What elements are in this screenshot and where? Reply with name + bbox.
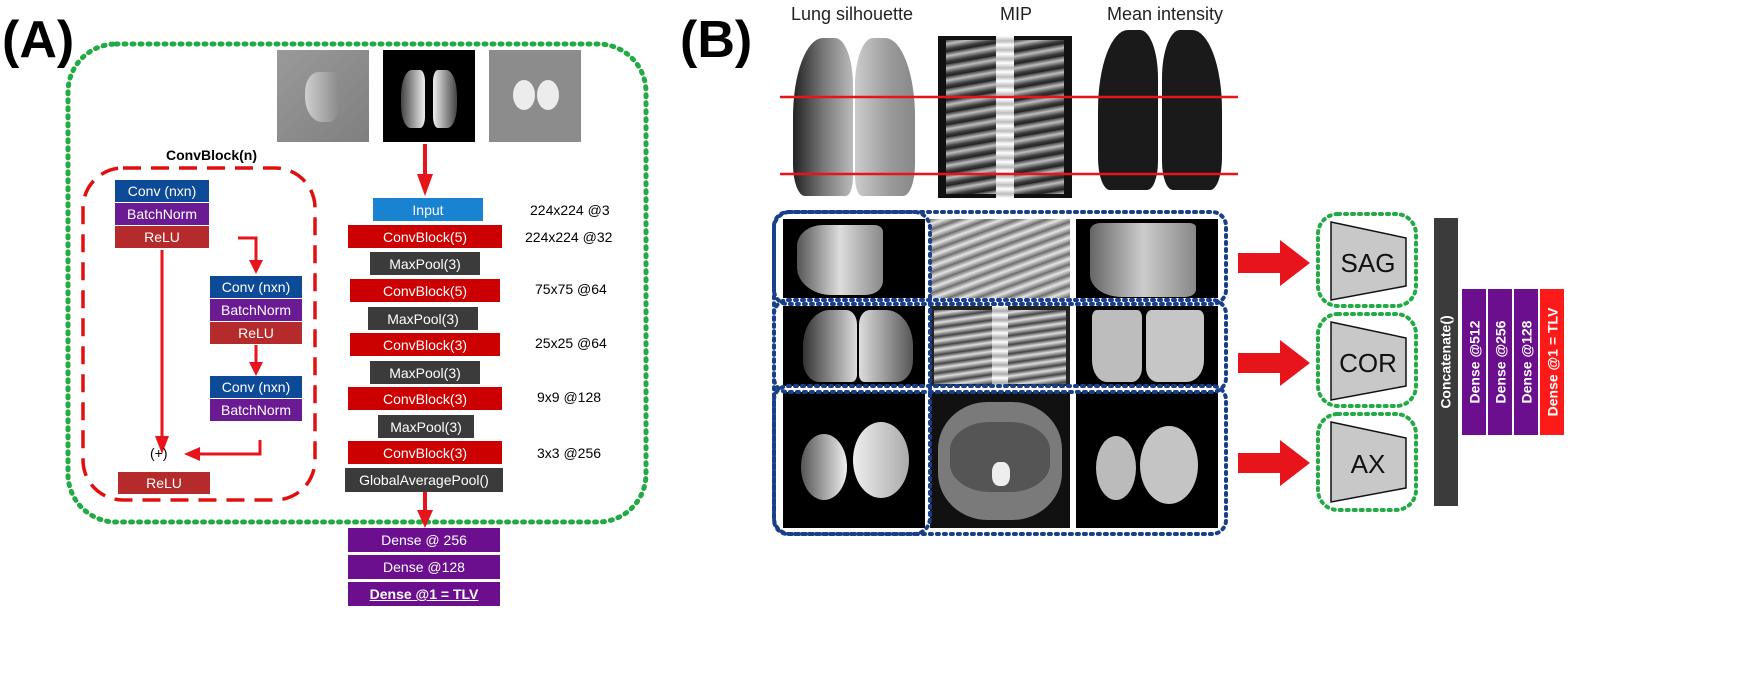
ax-mean-image bbox=[1076, 392, 1218, 528]
sag-mean-image bbox=[1076, 219, 1218, 298]
ax-row-outline bbox=[772, 384, 1228, 536]
silhouette-column-outline bbox=[772, 210, 932, 536]
sag-model-outline bbox=[1316, 212, 1418, 308]
concatenate-layer: Concatenate() bbox=[1434, 218, 1458, 506]
maxpool-layer: MaxPool(3) bbox=[370, 361, 480, 384]
dense-256-label: Dense @256 bbox=[1492, 320, 1509, 404]
convblock-layer: ConvBlock(5) bbox=[350, 279, 500, 302]
dense-128-label: Dense @128 bbox=[1518, 320, 1535, 404]
dim-label: 9x9 @128 bbox=[537, 389, 602, 405]
ax-mip-image bbox=[930, 392, 1070, 528]
batchnorm-layer-1: BatchNorm bbox=[115, 203, 209, 225]
conv-layer-3: Conv (nxn) bbox=[210, 376, 302, 398]
dense-layer: Dense @ 256 bbox=[348, 528, 500, 552]
conv-layer-1: Conv (nxn) bbox=[115, 180, 209, 202]
lung-silhouette-image bbox=[787, 30, 923, 200]
column-title-mip: MIP bbox=[999, 4, 1032, 24]
convblock-layer: ConvBlock(3) bbox=[350, 333, 500, 356]
input-thumb-axial bbox=[489, 50, 581, 142]
relu-output: ReLU bbox=[118, 472, 210, 494]
panel-a-label: (A) bbox=[2, 11, 75, 69]
sag-row-outline bbox=[772, 210, 1228, 306]
input-thumb-coronal bbox=[383, 50, 475, 142]
relu-layer-1: ReLU bbox=[115, 226, 209, 248]
column-title-mean-intensity: Mean intensity bbox=[1106, 4, 1224, 24]
concatenate-label: Concatenate() bbox=[1438, 315, 1455, 409]
relu-layer-2: ReLU bbox=[210, 322, 302, 344]
convblock-layer: ConvBlock(5) bbox=[348, 225, 502, 248]
ax-label: AX bbox=[1351, 449, 1386, 479]
column-title-lung-silhouette: Lung silhouette bbox=[790, 4, 914, 24]
convblock-layer: ConvBlock(3) bbox=[348, 441, 502, 464]
dense-512-layer: Dense @512 bbox=[1462, 289, 1486, 435]
panel-b-label: (B) bbox=[680, 11, 753, 69]
cor-row-outline bbox=[772, 298, 1228, 394]
convblock-layer: ConvBlock(3) bbox=[348, 387, 502, 410]
dim-label: 3x3 @256 bbox=[537, 445, 602, 461]
maxpool-layer: MaxPool(3) bbox=[378, 415, 474, 438]
cor-mip-image bbox=[930, 306, 1070, 386]
cor-label: COR bbox=[1339, 348, 1397, 378]
input-thumb-sagittal bbox=[277, 50, 369, 142]
maxpool-layer: MaxPool(3) bbox=[370, 252, 480, 275]
convblock-outline bbox=[81, 166, 317, 502]
dense-output-tlv-label: Dense @1 = TLV bbox=[1544, 307, 1560, 417]
dim-label: 75x75 @64 bbox=[535, 281, 607, 297]
input-layer: Input bbox=[373, 198, 483, 221]
ax-model-outline bbox=[1316, 412, 1418, 512]
mip-image bbox=[938, 36, 1072, 198]
sag-mip-image bbox=[930, 219, 1070, 298]
convblock-title: ConvBlock(n) bbox=[166, 147, 257, 163]
mean-intensity-image bbox=[1092, 26, 1228, 194]
ax-silhouette-image bbox=[783, 392, 925, 528]
dense-output-tlv-layer: Dense @1 = TLV bbox=[1540, 289, 1564, 435]
panel-a-connectors bbox=[65, 41, 649, 528]
sag-silhouette-image bbox=[783, 219, 925, 298]
dense-512-label: Dense @512 bbox=[1466, 320, 1483, 404]
maxpool-layer: MaxPool(3) bbox=[368, 307, 478, 330]
residual-add-symbol: (+) bbox=[150, 445, 168, 461]
dense-256-layer: Dense @256 bbox=[1488, 289, 1512, 435]
dense-layer: Dense @128 bbox=[348, 555, 500, 579]
cor-model-outline bbox=[1316, 312, 1418, 408]
dim-label: 25x25 @64 bbox=[535, 335, 607, 351]
batchnorm-layer-3: BatchNorm bbox=[210, 399, 302, 421]
dense-output-layer: Dense @1 = TLV bbox=[348, 582, 500, 606]
dim-label: 224x224 @3 bbox=[530, 202, 610, 218]
sag-label: SAG bbox=[1341, 248, 1396, 278]
network-outline bbox=[65, 41, 649, 525]
dim-label: 224x224 @32 bbox=[525, 229, 613, 245]
conv-layer-2: Conv (nxn) bbox=[210, 276, 302, 298]
batchnorm-layer-2: BatchNorm bbox=[210, 299, 302, 321]
cor-silhouette-image bbox=[783, 306, 925, 386]
cor-mean-image bbox=[1076, 306, 1218, 386]
global-average-pool-layer: GlobalAveragePool() bbox=[345, 468, 503, 492]
dense-128-layer: Dense @128 bbox=[1514, 289, 1538, 435]
